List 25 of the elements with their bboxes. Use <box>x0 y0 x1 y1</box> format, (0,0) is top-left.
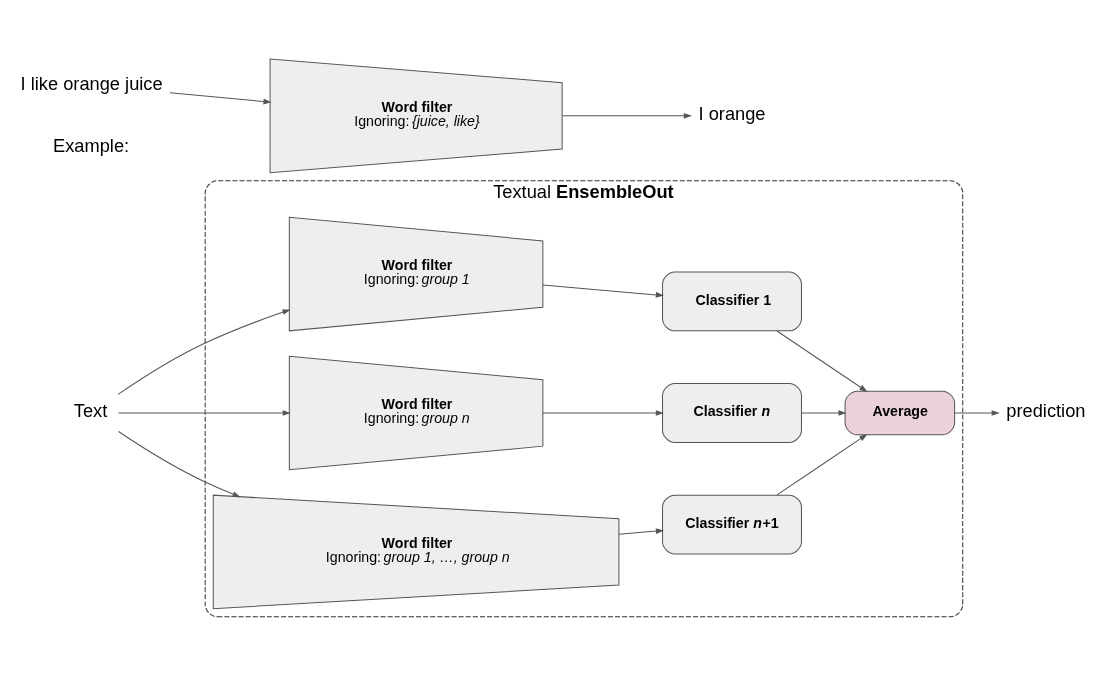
arrow <box>117 309 291 395</box>
node-text: Text <box>73 400 108 422</box>
node-text: I orange <box>698 103 766 125</box>
arrow <box>618 528 665 535</box>
label: Example: <box>53 134 130 156</box>
arrow <box>776 434 868 496</box>
node-box: Word filter Ignoring: group n <box>288 355 544 471</box>
node-box: Average <box>844 390 956 436</box>
arrow <box>118 410 291 416</box>
arrow <box>954 410 1000 416</box>
arrow <box>801 410 847 416</box>
node-text: I like orange juice <box>20 72 163 94</box>
node-text: prediction <box>1006 400 1086 422</box>
arrow <box>562 113 692 119</box>
node-box: Word filter Ignoring: group 1 <box>288 216 544 332</box>
node-box: Word filter Ignoring: {juice, like} <box>269 58 563 174</box>
arrow <box>118 431 241 498</box>
arrow <box>542 410 664 416</box>
arrow <box>776 330 868 392</box>
node-box: Classifier 1 <box>662 271 802 332</box>
node-box: Word filter Ignoring: group 1, …, group n <box>212 494 620 610</box>
arrow <box>542 284 664 298</box>
node-box: Classifier n <box>662 383 802 443</box>
node-box: Classifier n+1 <box>662 494 802 555</box>
arrow <box>169 92 272 105</box>
